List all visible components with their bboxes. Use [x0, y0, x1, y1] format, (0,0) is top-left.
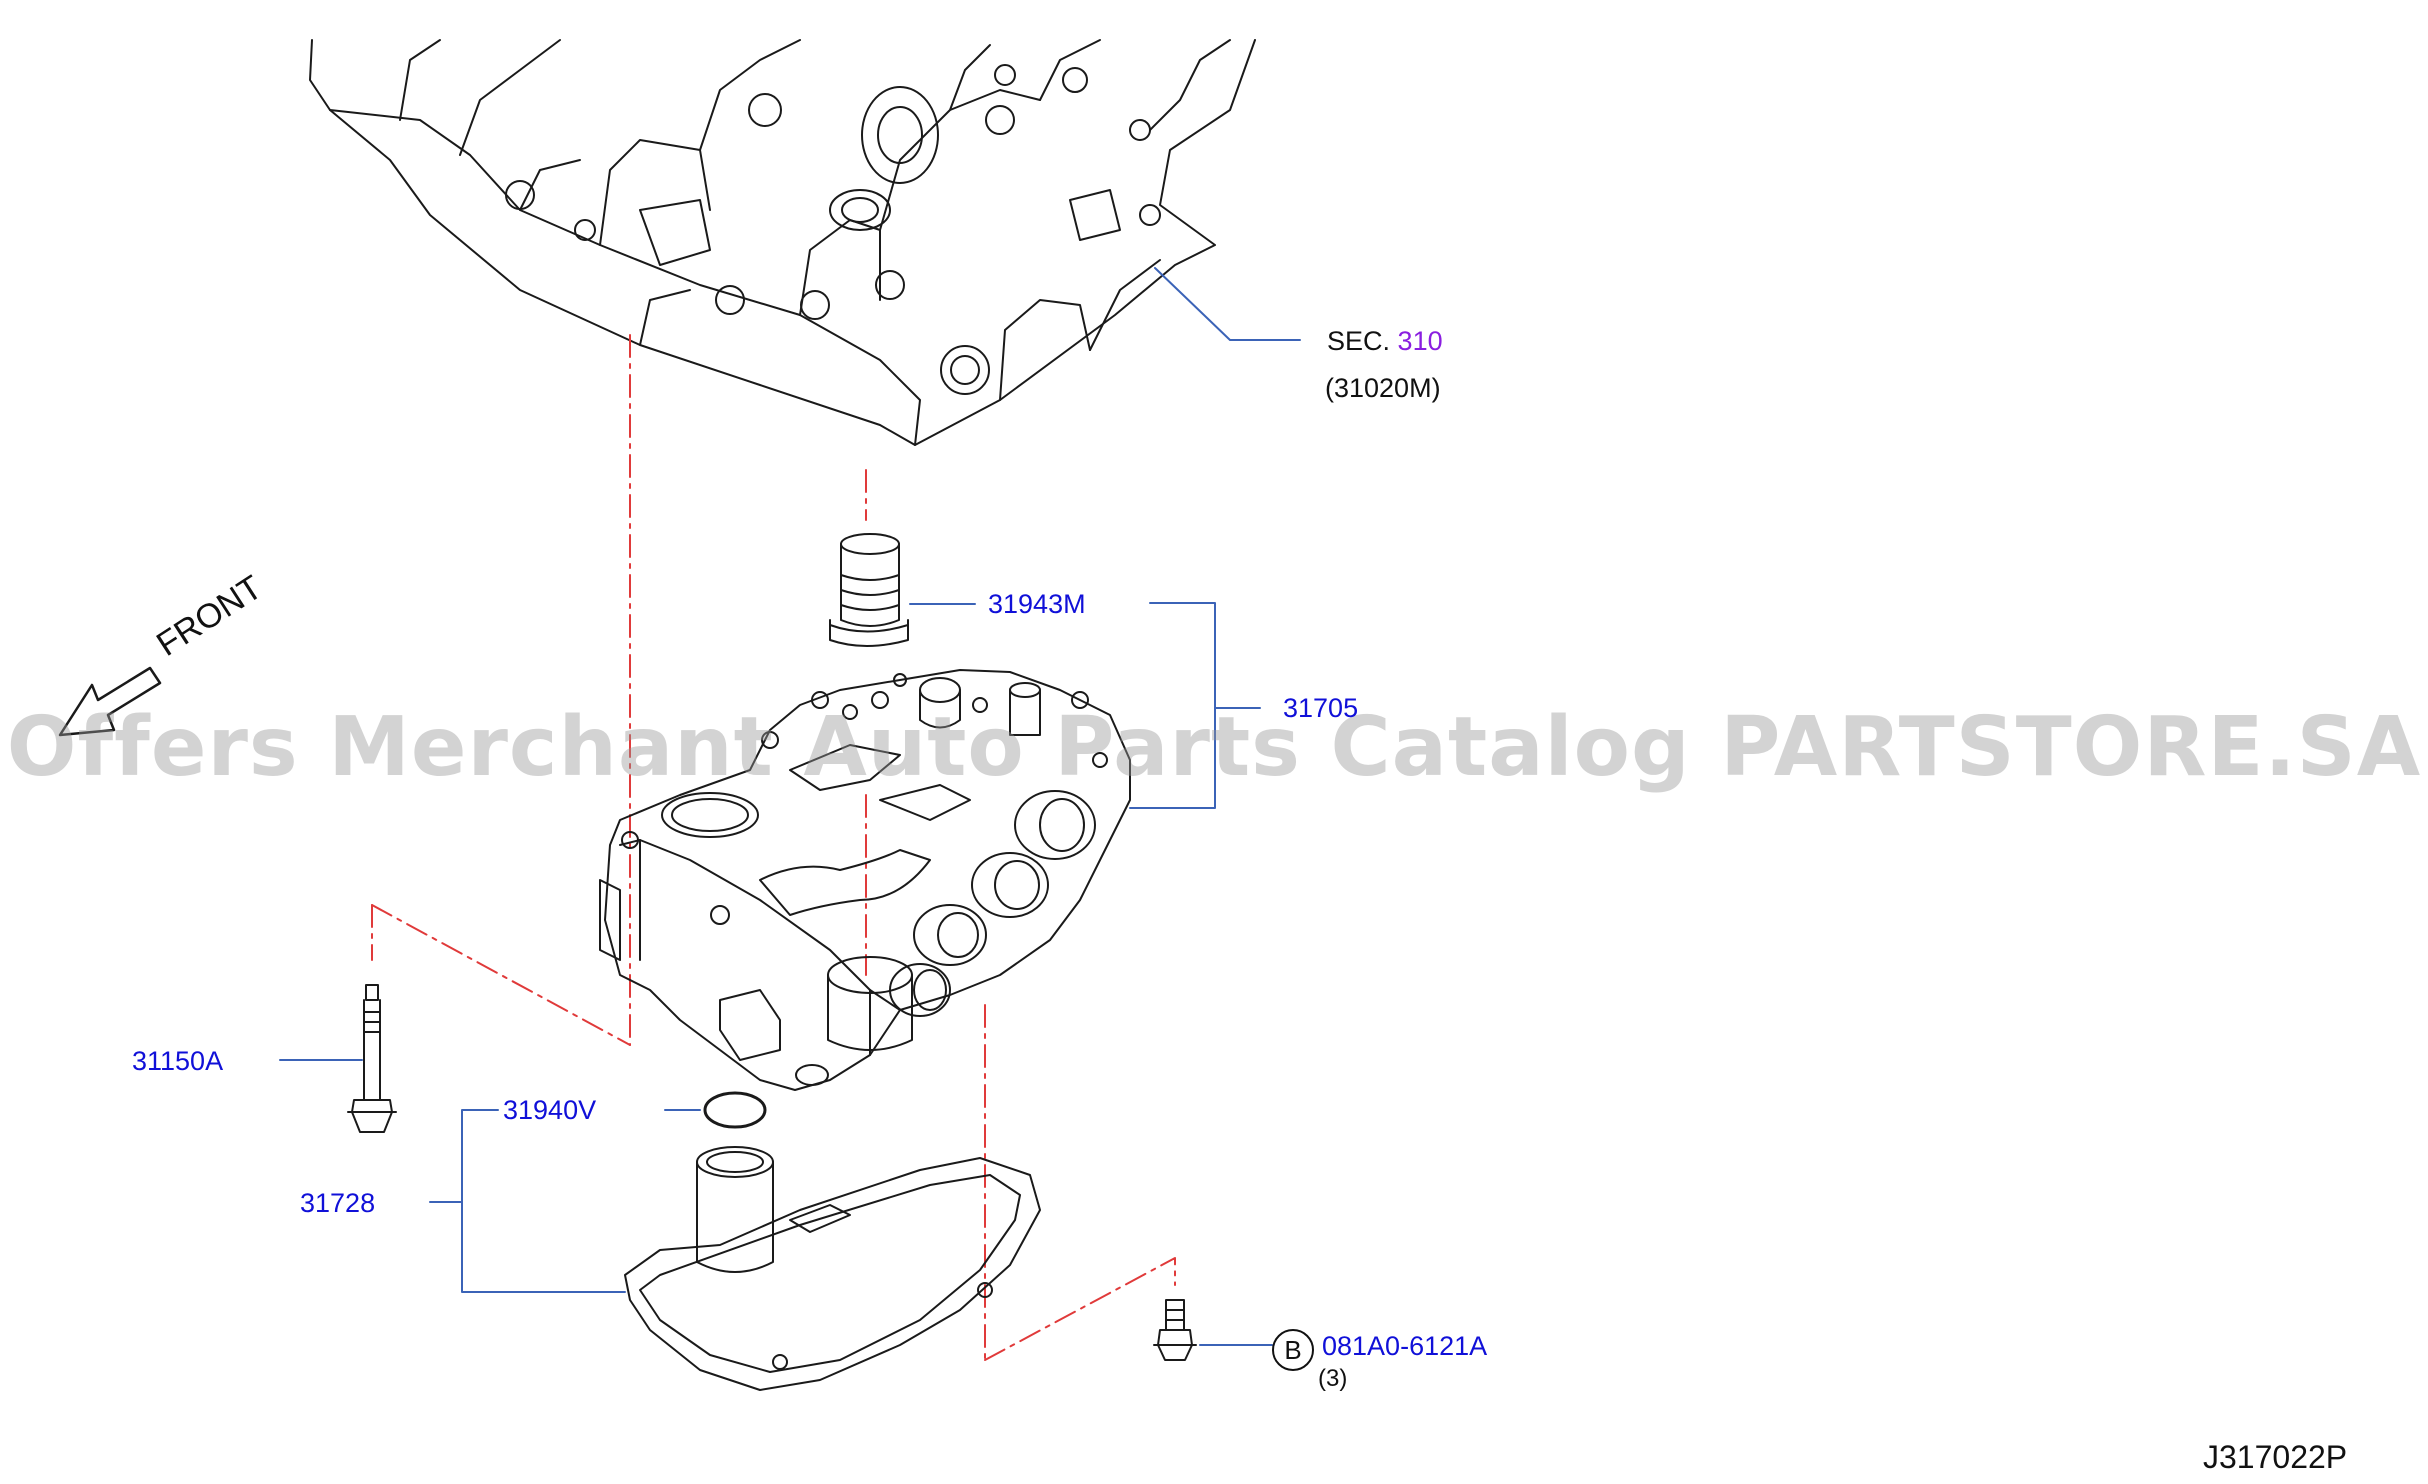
- control-valve-body-drawing: [599, 669, 1131, 1091]
- o-ring-31940V-drawing: [703, 1091, 767, 1129]
- section-310-link[interactable]: 310: [1397, 326, 1443, 356]
- section-code: (31020M): [1325, 373, 1441, 403]
- part-31728-link[interactable]: 31728: [300, 1188, 376, 1218]
- bolt-marker-b: B: [1272, 1329, 1314, 1371]
- diagram-code: J317022P: [2203, 1439, 2348, 1475]
- section-prefix: SEC.: [1327, 326, 1391, 356]
- small-bolt-081A0-6121A-drawing: [1153, 1299, 1197, 1361]
- oil-strainer-31728-drawing: [624, 1146, 1041, 1391]
- part-31705-link[interactable]: 31705: [1283, 693, 1359, 723]
- assembly-centerlines: [371, 334, 1176, 1361]
- bolt-quantity: (3): [1318, 1365, 1348, 1392]
- part-31150A-link[interactable]: 31150A: [132, 1046, 224, 1076]
- front-arrow-icon: [58, 666, 162, 737]
- section-reference: SEC. 310: [1327, 326, 1443, 357]
- part-31943M-link[interactable]: 31943M: [988, 589, 1086, 619]
- sleeve-31943M-drawing: [829, 533, 909, 647]
- part-081A0-6121A-link[interactable]: 081A0-6121A: [1322, 1331, 1488, 1361]
- part-31940V-link[interactable]: 31940V: [503, 1095, 597, 1125]
- bolt-31150A-drawing: [347, 984, 397, 1133]
- transmission-case-drawing: [309, 39, 1256, 446]
